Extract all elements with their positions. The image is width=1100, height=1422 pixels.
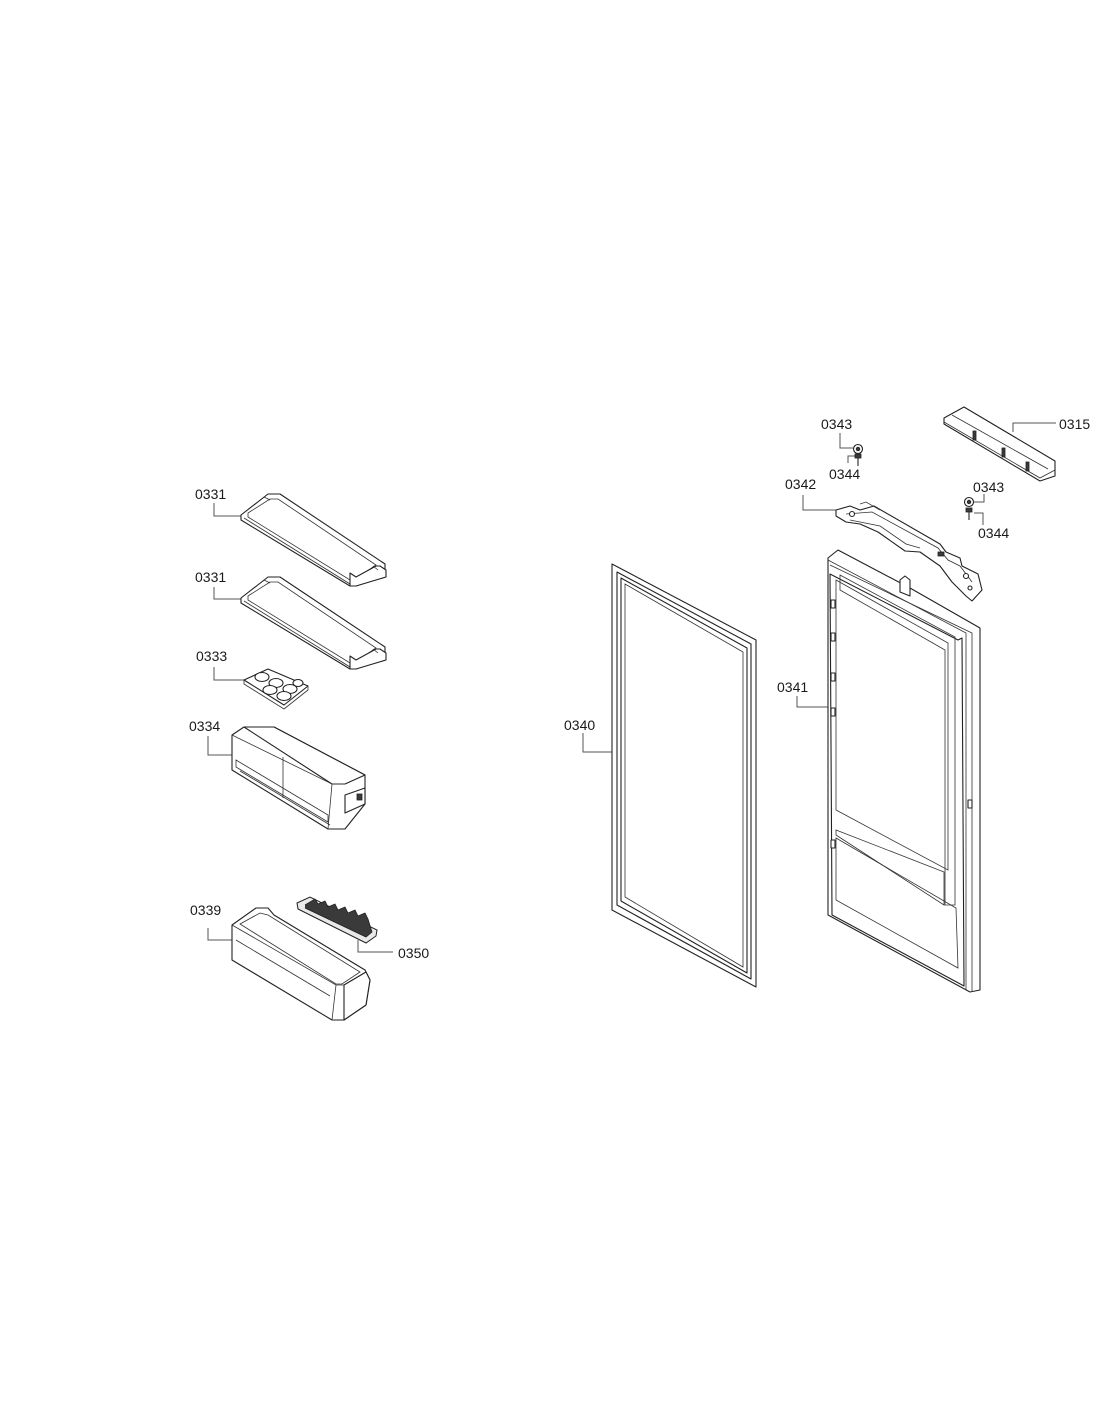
label-0339: 0339	[190, 902, 222, 918]
leader-0343-b	[974, 494, 985, 503]
label-0344-a: 0344	[829, 466, 861, 482]
label-0334: 0334	[189, 718, 221, 734]
label-0343-b: 0343	[973, 479, 1005, 495]
label-0342: 0342	[785, 476, 817, 492]
label-0343-a: 0343	[821, 416, 853, 432]
label-0340: 0340	[564, 717, 596, 733]
leader-0333	[213, 667, 246, 681]
label-0331-upper: 0331	[195, 486, 227, 502]
leader-0342	[802, 495, 836, 511]
butter-compartment-0334	[231, 726, 366, 830]
bottle-clip-0350	[296, 896, 378, 944]
leader-0334	[207, 736, 232, 756]
label-0333: 0333	[196, 648, 228, 664]
top-cover-0315	[943, 406, 1056, 482]
leader-0344-b	[974, 512, 984, 525]
hinge-bracket-0342	[835, 501, 983, 602]
leader-0340	[582, 733, 612, 753]
screw-set-b	[963, 496, 975, 520]
screw-set-a	[852, 443, 864, 466]
label-0344-b: 0344	[978, 525, 1010, 541]
door-shelf-0331-lower	[240, 576, 387, 670]
label-0341: 0341	[777, 679, 809, 695]
leader-0331-lower	[213, 587, 244, 600]
leader-0331-upper	[213, 503, 244, 517]
leader-0344-a	[847, 455, 855, 463]
leader-0350	[357, 940, 393, 953]
door-shelf-0331-upper	[240, 493, 387, 587]
bottle-shelf-0339	[231, 907, 371, 1021]
leader-0341	[796, 696, 830, 708]
label-0350: 0350	[398, 945, 430, 961]
label-0315: 0315	[1059, 416, 1091, 432]
label-0331-lower: 0331	[195, 569, 227, 585]
egg-tray-0333	[243, 668, 309, 710]
leader-lines	[207, 422, 1056, 953]
door-gasket-0340	[611, 563, 757, 988]
door-liner-0341	[827, 549, 981, 993]
leader-0315	[1012, 422, 1056, 432]
leader-0343-a	[839, 433, 853, 449]
leader-0339	[207, 928, 232, 941]
